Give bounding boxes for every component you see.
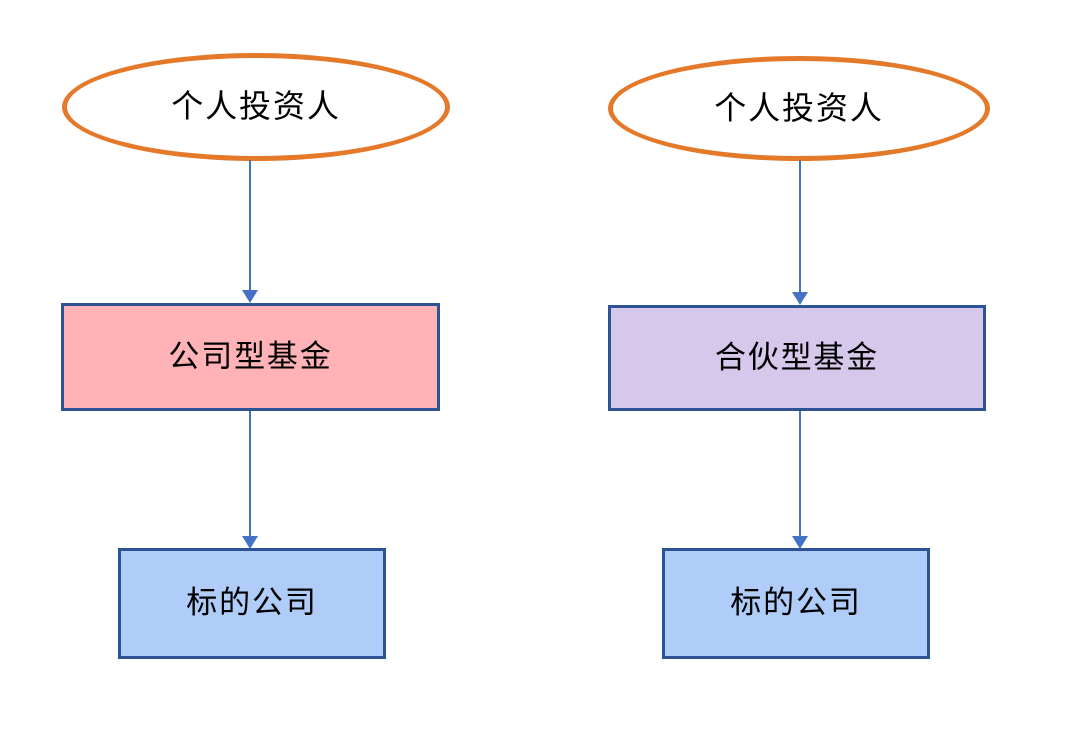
arrow-shaft bbox=[249, 411, 251, 537]
arrow-head-icon bbox=[242, 290, 258, 303]
node-partnership-fund[interactable]: 合伙型基金 bbox=[608, 305, 986, 411]
arrow-shaft bbox=[799, 411, 801, 537]
node-corporate-fund-label: 公司型基金 bbox=[168, 338, 333, 374]
node-corporate-fund[interactable]: 公司型基金 bbox=[61, 303, 440, 411]
arrow-investor-to-corporate-fund bbox=[234, 160, 266, 303]
arrow-head-icon bbox=[792, 292, 808, 305]
node-investor-right-label: 个人投资人 bbox=[714, 89, 884, 126]
node-investor-right[interactable]: 个人投资人 bbox=[608, 56, 990, 161]
arrow-corporate-fund-to-target bbox=[234, 411, 266, 549]
arrow-shaft bbox=[799, 160, 801, 293]
node-target-company-right[interactable]: 标的公司 bbox=[662, 548, 930, 659]
arrow-investor-to-partnership-fund bbox=[784, 160, 816, 305]
node-target-company-left[interactable]: 标的公司 bbox=[118, 548, 386, 659]
arrow-shaft bbox=[249, 160, 251, 291]
node-investor-left-label: 个人投资人 bbox=[171, 88, 341, 125]
node-partnership-fund-label: 合伙型基金 bbox=[714, 339, 880, 375]
node-investor-left[interactable]: 个人投资人 bbox=[62, 53, 450, 161]
node-target-company-left-label: 标的公司 bbox=[186, 585, 318, 621]
arrow-partnership-fund-to-target bbox=[784, 411, 816, 549]
node-target-company-right-label: 标的公司 bbox=[730, 585, 862, 621]
